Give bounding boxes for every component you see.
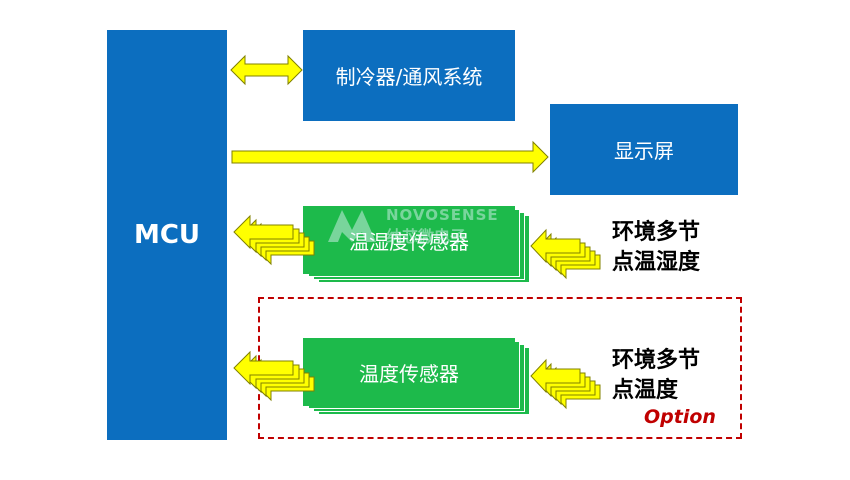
option-label: Option [644, 406, 716, 428]
novosense-watermark: NOVOSENSE 纳芯微电子 [324, 206, 524, 246]
cooler-ventilation-block: 制冷器/通风系统 [303, 30, 515, 121]
env-humidity-line-1: 环境多节 [612, 220, 701, 245]
env-humidity-label: 环境多节 点温湿度 [612, 218, 700, 278]
watermark-brand-text: NOVOSENSE [386, 206, 499, 224]
mcu-cooler-double-arrow [230, 54, 303, 86]
mcu-block: MCU [107, 30, 227, 440]
env-temperature-line-1: 环境多节 [612, 348, 701, 373]
mcu-display-arrow [231, 140, 549, 174]
temp-sensor-mcu-arrows [233, 350, 315, 402]
env-humidity-sensor-arrows [530, 228, 601, 280]
watermark-cn-text: 纳芯微电子 [386, 227, 467, 246]
env-temperature-label: 环境多节 点温度 [612, 346, 700, 406]
env-temp-sensor-arrows [530, 358, 601, 410]
humidity-sensor-mcu-arrows [233, 214, 315, 266]
env-temperature-line-2: 点温度 [612, 378, 679, 403]
humidity-sensor-block: 温湿度传感器 [303, 206, 515, 274]
novosense-logo-icon [328, 210, 376, 242]
temperature-sensor-block: 温度传感器 [303, 338, 515, 406]
display-block: 显示屏 [550, 104, 738, 195]
env-humidity-line-2: 点温湿度 [612, 250, 701, 275]
